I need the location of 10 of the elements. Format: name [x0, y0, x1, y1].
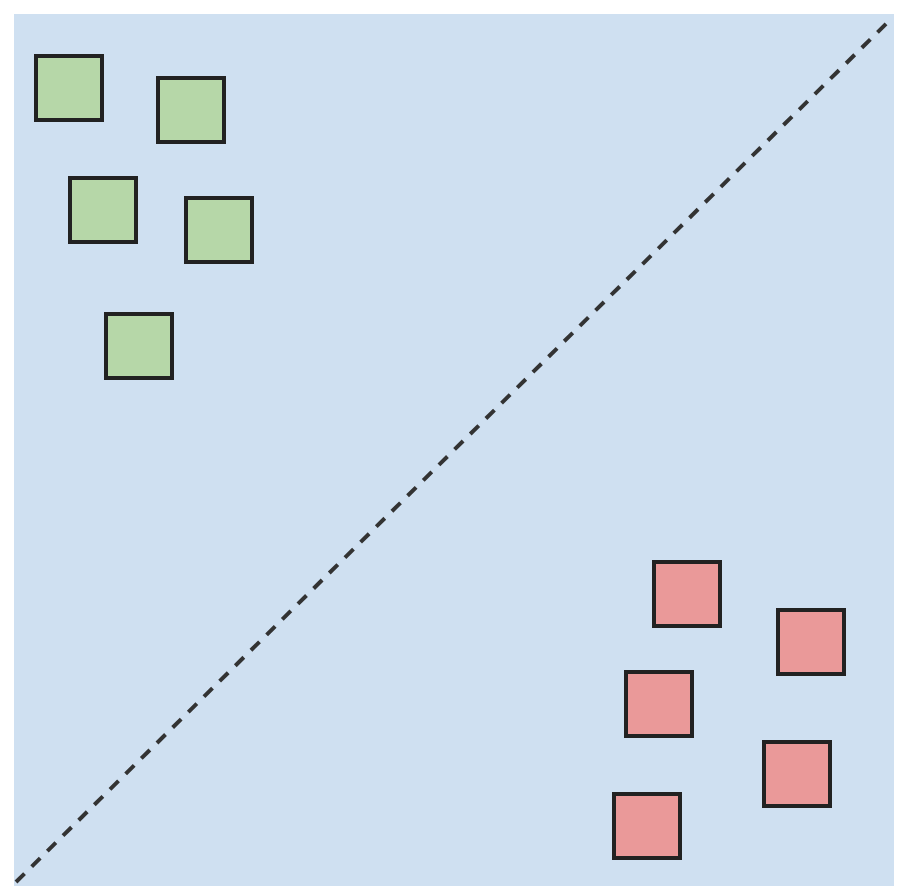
- square-marker: [762, 740, 832, 808]
- square-marker: [776, 608, 846, 676]
- square-marker: [156, 76, 226, 144]
- square-marker: [184, 196, 254, 264]
- square-marker: [104, 312, 174, 380]
- square-marker: [68, 176, 138, 244]
- square-marker: [612, 792, 682, 860]
- square-marker: [34, 54, 104, 122]
- square-marker: [624, 670, 694, 738]
- square-marker: [652, 560, 722, 628]
